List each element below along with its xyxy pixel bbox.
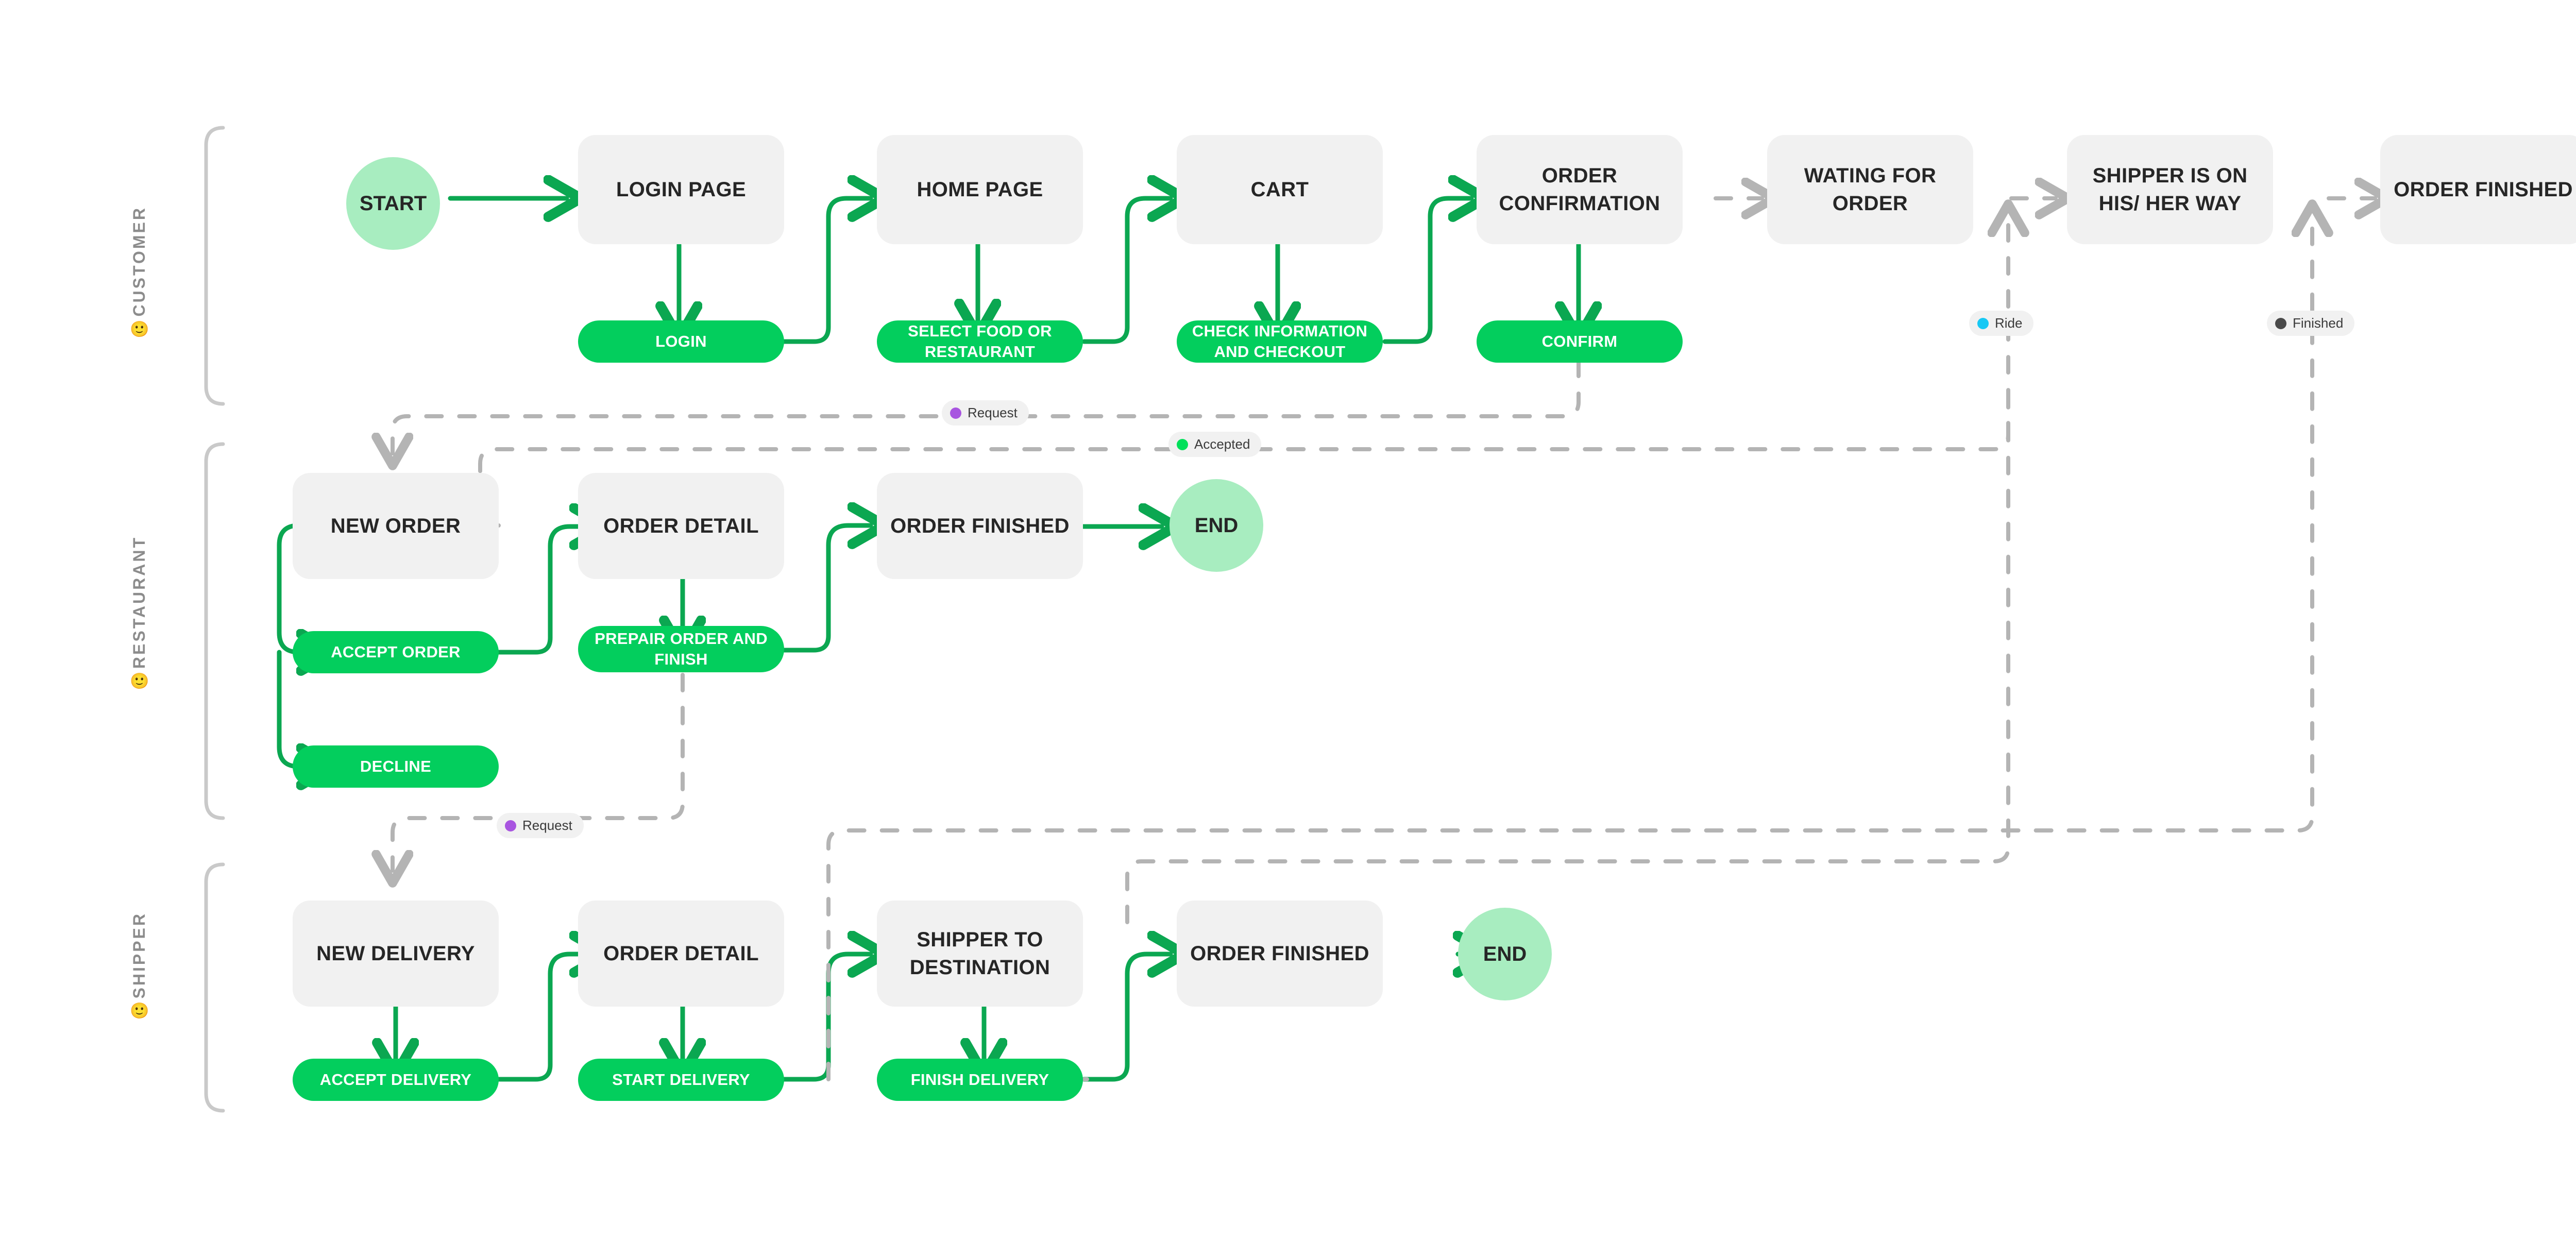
- status-dot-ride-icon: [1977, 317, 1989, 329]
- lane-label-customer: CUSTOMER 🙂: [130, 206, 149, 337]
- status-dot-request-icon: [950, 407, 961, 419]
- button-customer-confirm[interactable]: CONFIRM: [1477, 320, 1683, 363]
- button-shipper-start-delivery[interactable]: START DELIVERY: [578, 1059, 784, 1101]
- edge-badge-accepted-restaurant-customer[interactable]: Accepted: [1168, 432, 1262, 457]
- node-customer-home-page[interactable]: HOME PAGE: [877, 135, 1083, 244]
- lane-label-shipper: SHIPPER 🙂: [130, 912, 149, 1019]
- edge-badge-label: Request: [522, 818, 572, 833]
- node-restaurant-order-finished[interactable]: ORDER FINISHED: [877, 473, 1083, 579]
- node-shipper-end[interactable]: END: [1458, 908, 1552, 1000]
- button-customer-select-food[interactable]: SELECT FOOD OR RESTAURANT: [877, 320, 1083, 363]
- node-customer-start[interactable]: START: [346, 157, 440, 250]
- edge-badge-ride-shipper-customer[interactable]: Ride: [1969, 311, 2034, 336]
- node-customer-login-page[interactable]: LOGIN PAGE: [578, 135, 784, 244]
- node-customer-order-confirmation[interactable]: ORDER CONFIRMATION: [1477, 135, 1683, 244]
- edge-badge-label: Accepted: [1194, 436, 1250, 452]
- node-restaurant-new-order[interactable]: NEW ORDER: [293, 473, 499, 579]
- status-dot-accepted-icon: [1177, 438, 1188, 450]
- button-restaurant-accept-order[interactable]: ACCEPT ORDER: [293, 631, 499, 673]
- node-restaurant-end[interactable]: END: [1170, 479, 1263, 572]
- smiley-face-icon: 🙂: [130, 1003, 149, 1020]
- edge-badge-label: Finished: [2293, 315, 2344, 331]
- lane-label-restaurant: RESTAURANT 🙂: [130, 536, 149, 689]
- edge-badge-request-restaurant-shipper[interactable]: Request: [497, 813, 584, 838]
- button-restaurant-decline[interactable]: DECLINE: [293, 745, 499, 788]
- smiley-face-icon: 🙂: [130, 673, 149, 690]
- edge-badge-label: Request: [968, 405, 1018, 420]
- button-customer-login[interactable]: LOGIN: [578, 320, 784, 363]
- button-shipper-finish-delivery[interactable]: FINISH DELIVERY: [877, 1059, 1083, 1101]
- status-dot-request-icon: [505, 820, 516, 831]
- button-shipper-accept-delivery[interactable]: ACCEPT DELIVERY: [293, 1059, 499, 1101]
- lane-brackets: [204, 126, 225, 1113]
- node-shipper-order-detail[interactable]: ORDER DETAIL: [578, 901, 784, 1007]
- smiley-face-icon: 🙂: [130, 320, 149, 338]
- node-shipper-to-destination[interactable]: SHIPPER TO DESTINATION: [877, 901, 1083, 1007]
- node-customer-order-finished[interactable]: ORDER FINISHED: [2380, 135, 2576, 244]
- edge-badge-request-customer-restaurant[interactable]: Request: [942, 400, 1029, 426]
- lane-label-restaurant-text: RESTAURANT: [130, 536, 149, 669]
- edge-badge-finished-shipper-customer[interactable]: Finished: [2267, 311, 2355, 336]
- status-dot-finished-icon: [2275, 317, 2286, 329]
- button-restaurant-prepair-order-finish[interactable]: PREPAIR ORDER AND FINISH: [578, 626, 784, 672]
- node-shipper-new-delivery[interactable]: NEW DELIVERY: [293, 901, 499, 1007]
- edge-badge-label: Ride: [1995, 315, 2023, 331]
- node-customer-cart[interactable]: CART: [1177, 135, 1383, 244]
- node-customer-shipper-on-way[interactable]: SHIPPER IS ON HIS/ HER WAY: [2067, 135, 2273, 244]
- lane-label-customer-text: CUSTOMER: [130, 206, 149, 317]
- node-restaurant-order-detail[interactable]: ORDER DETAIL: [578, 473, 784, 579]
- button-customer-check-information-checkout[interactable]: CHECK INFORMATION AND CHECKOUT: [1177, 320, 1383, 363]
- lane-label-shipper-text: SHIPPER: [130, 912, 149, 999]
- node-customer-waiting-for-order[interactable]: WATING FOR ORDER: [1767, 135, 1973, 244]
- node-shipper-order-finished[interactable]: ORDER FINISHED: [1177, 901, 1383, 1007]
